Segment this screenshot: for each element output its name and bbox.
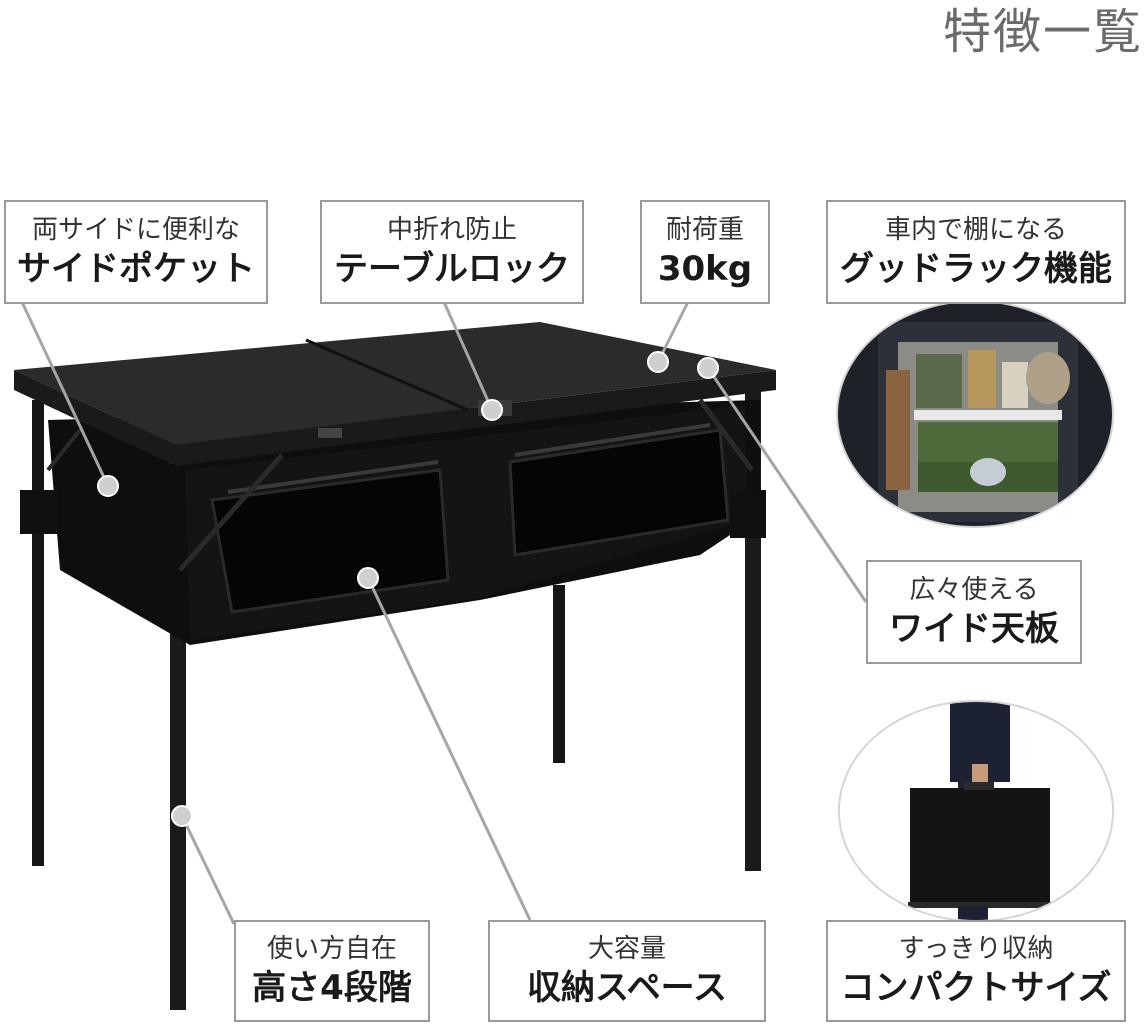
callout-compact: すっきり収納 コンパクトサイズ [826, 920, 1126, 1022]
tabletop [14, 322, 776, 445]
callout-table-lock-sub: 中折れ防止 [386, 215, 517, 245]
page-title: 特徴一覧 [942, 4, 1143, 60]
callout-load-sub: 耐荷重 [665, 215, 744, 245]
dot-storage [357, 567, 379, 589]
callout-table-lock: 中折れ防止 テーブルロック [320, 200, 584, 304]
callout-load-main: 30kg [657, 249, 753, 289]
rear-right-leg [553, 585, 565, 763]
dot-table-lock [481, 399, 503, 421]
car-rack-photo [836, 300, 1114, 528]
logo-plate [318, 428, 342, 438]
callout-wide-top-sub: 広々使える [909, 575, 1039, 605]
dot-wide-top [697, 357, 719, 379]
callout-compact-main: コンパクトサイズ [840, 968, 1112, 1008]
callout-storage: 大容量 収納スペース [488, 920, 766, 1022]
dot-load [647, 351, 669, 373]
callout-good-rack: 車内で棚になる グッドラック機能 [826, 200, 1126, 304]
tabletop-hinge [305, 338, 469, 412]
callout-wide-top-main: ワイド天板 [889, 609, 1059, 649]
callout-storage-main: 収納スペース [527, 968, 727, 1008]
dot-height [171, 805, 193, 827]
callout-compact-sub: すっきり収納 [898, 934, 1054, 964]
callout-side-pocket-main: サイドポケット [17, 249, 255, 289]
dot-side-pocket [97, 475, 119, 497]
callout-side-pocket-sub: 両サイドに便利な [31, 215, 240, 245]
compact-folded-photo [838, 700, 1114, 922]
callout-height-sub: 使い方自在 [266, 934, 397, 964]
callout-table-lock-main: テーブルロック [334, 249, 570, 289]
callout-load: 耐荷重 30kg [640, 200, 770, 304]
right-side-pocket [730, 490, 766, 538]
callout-side-pocket: 両サイドに便利な サイドポケット [4, 200, 268, 304]
tabletop-edge [14, 370, 776, 466]
callout-height-main: 高さ4段階 [252, 968, 412, 1008]
left-side-pocket [20, 490, 58, 534]
callout-wide-top: 広々使える ワイド天板 [866, 560, 1082, 664]
callout-good-rack-sub: 車内で棚になる [884, 215, 1067, 245]
left-pocket-window [210, 468, 450, 614]
callout-storage-sub: 大容量 [587, 934, 666, 964]
rear-left-leg [32, 400, 44, 866]
callout-good-rack-main: グッドラック機能 [840, 249, 1112, 289]
callout-height: 使い方自在 高さ4段階 [234, 920, 430, 1022]
right-pocket-window [508, 428, 730, 557]
